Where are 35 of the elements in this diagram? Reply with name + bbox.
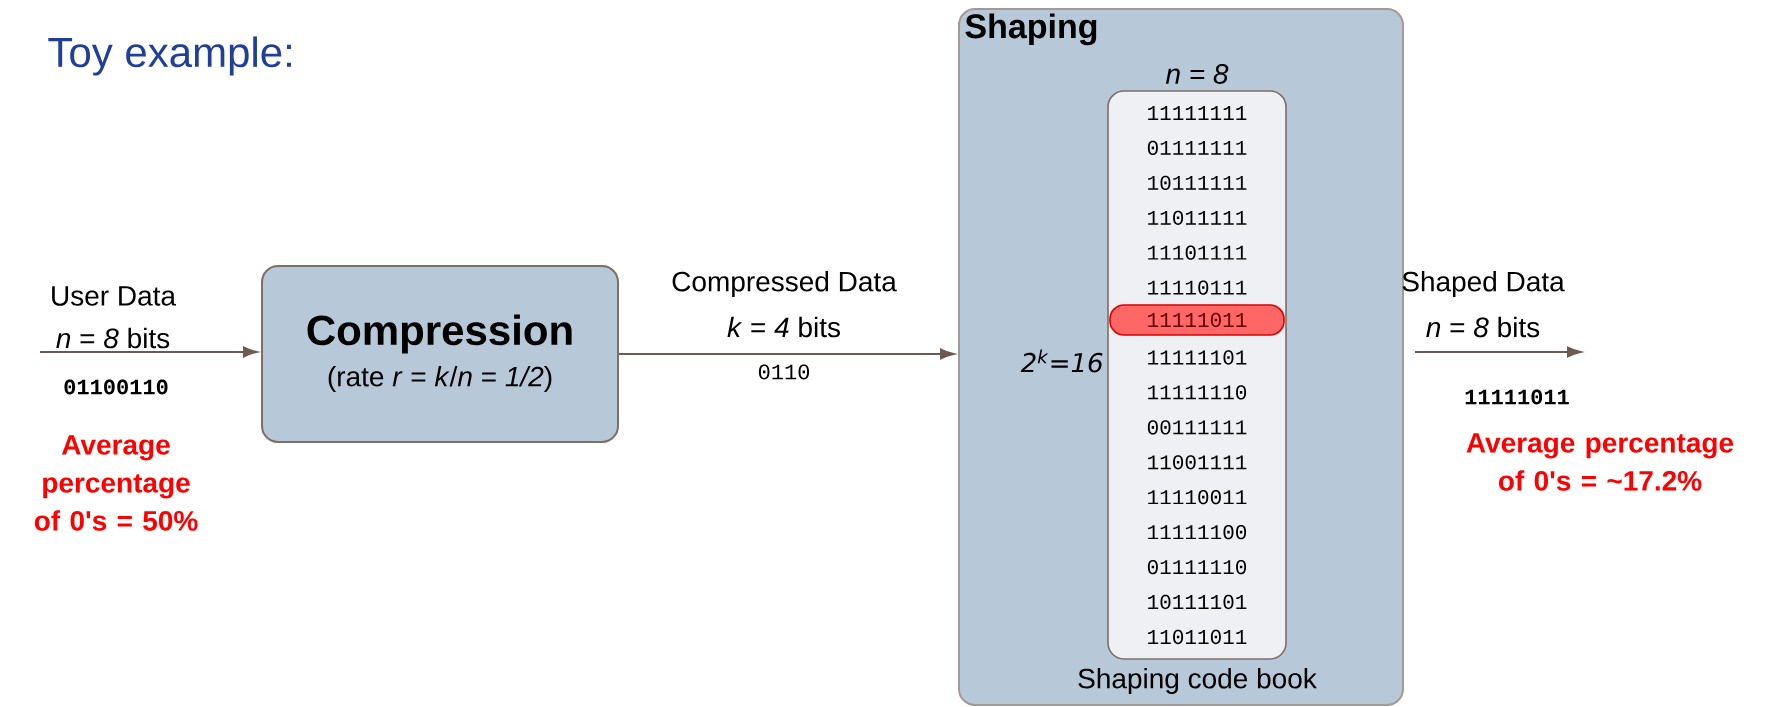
bit-count-label: k = 4 bits bbox=[727, 316, 840, 338]
size-label: 2$^{k}$=16 bbox=[1020, 349, 1103, 373]
code-word: 11111110 bbox=[1148, 385, 1247, 400]
arrow bbox=[618, 348, 955, 360]
code-word: 01111110 bbox=[1147, 559, 1247, 575]
codebook-label: Shaping code book bbox=[1078, 667, 1317, 695]
annotation: Average percentage of 0's = ~17.2% bbox=[1466, 433, 1734, 491]
code-word: 11110011 bbox=[1148, 490, 1247, 505]
highlighted-code-word: 11111011 bbox=[1109, 304, 1285, 336]
bit-count-label: n = 8 bits bbox=[1426, 316, 1540, 338]
arrow bbox=[1414, 346, 1582, 358]
bit-count-label: n = 8 bits bbox=[56, 327, 170, 349]
code-word: 01111111 bbox=[1147, 140, 1247, 156]
code-word: 00111111 bbox=[1147, 420, 1247, 435]
code-word: 11011111 bbox=[1148, 210, 1247, 225]
arrow bbox=[39, 346, 258, 358]
column-heading: n = 8 bbox=[1165, 64, 1229, 84]
code-word: 11101111 bbox=[1148, 245, 1247, 260]
code-word: 11110111 bbox=[1148, 280, 1247, 295]
code-word: 11111100 bbox=[1148, 525, 1247, 540]
code-word: 11111111 bbox=[1148, 106, 1247, 120]
code-word: 10111101 bbox=[1148, 594, 1247, 610]
edge-label: Shaped Data bbox=[1402, 270, 1565, 298]
bit-string: 0110 bbox=[758, 364, 810, 380]
edge-label: Compressed Data bbox=[672, 270, 897, 298]
bit-string: 01100110 bbox=[64, 379, 168, 395]
process-box: Compression (rate r = k/n = 1/2) bbox=[261, 265, 619, 443]
code-word: 11011011 bbox=[1148, 629, 1247, 645]
code-word: 11001111 bbox=[1148, 455, 1247, 470]
bit-string: 11111011 bbox=[1465, 389, 1569, 405]
code-word: 11111101 bbox=[1148, 350, 1247, 365]
title: Toy example: bbox=[48, 36, 291, 76]
edge-label: User Data bbox=[52, 286, 176, 306]
code-word: 10111111 bbox=[1148, 175, 1247, 191]
annotation: Average percentage of 0's = 50% bbox=[34, 435, 198, 531]
